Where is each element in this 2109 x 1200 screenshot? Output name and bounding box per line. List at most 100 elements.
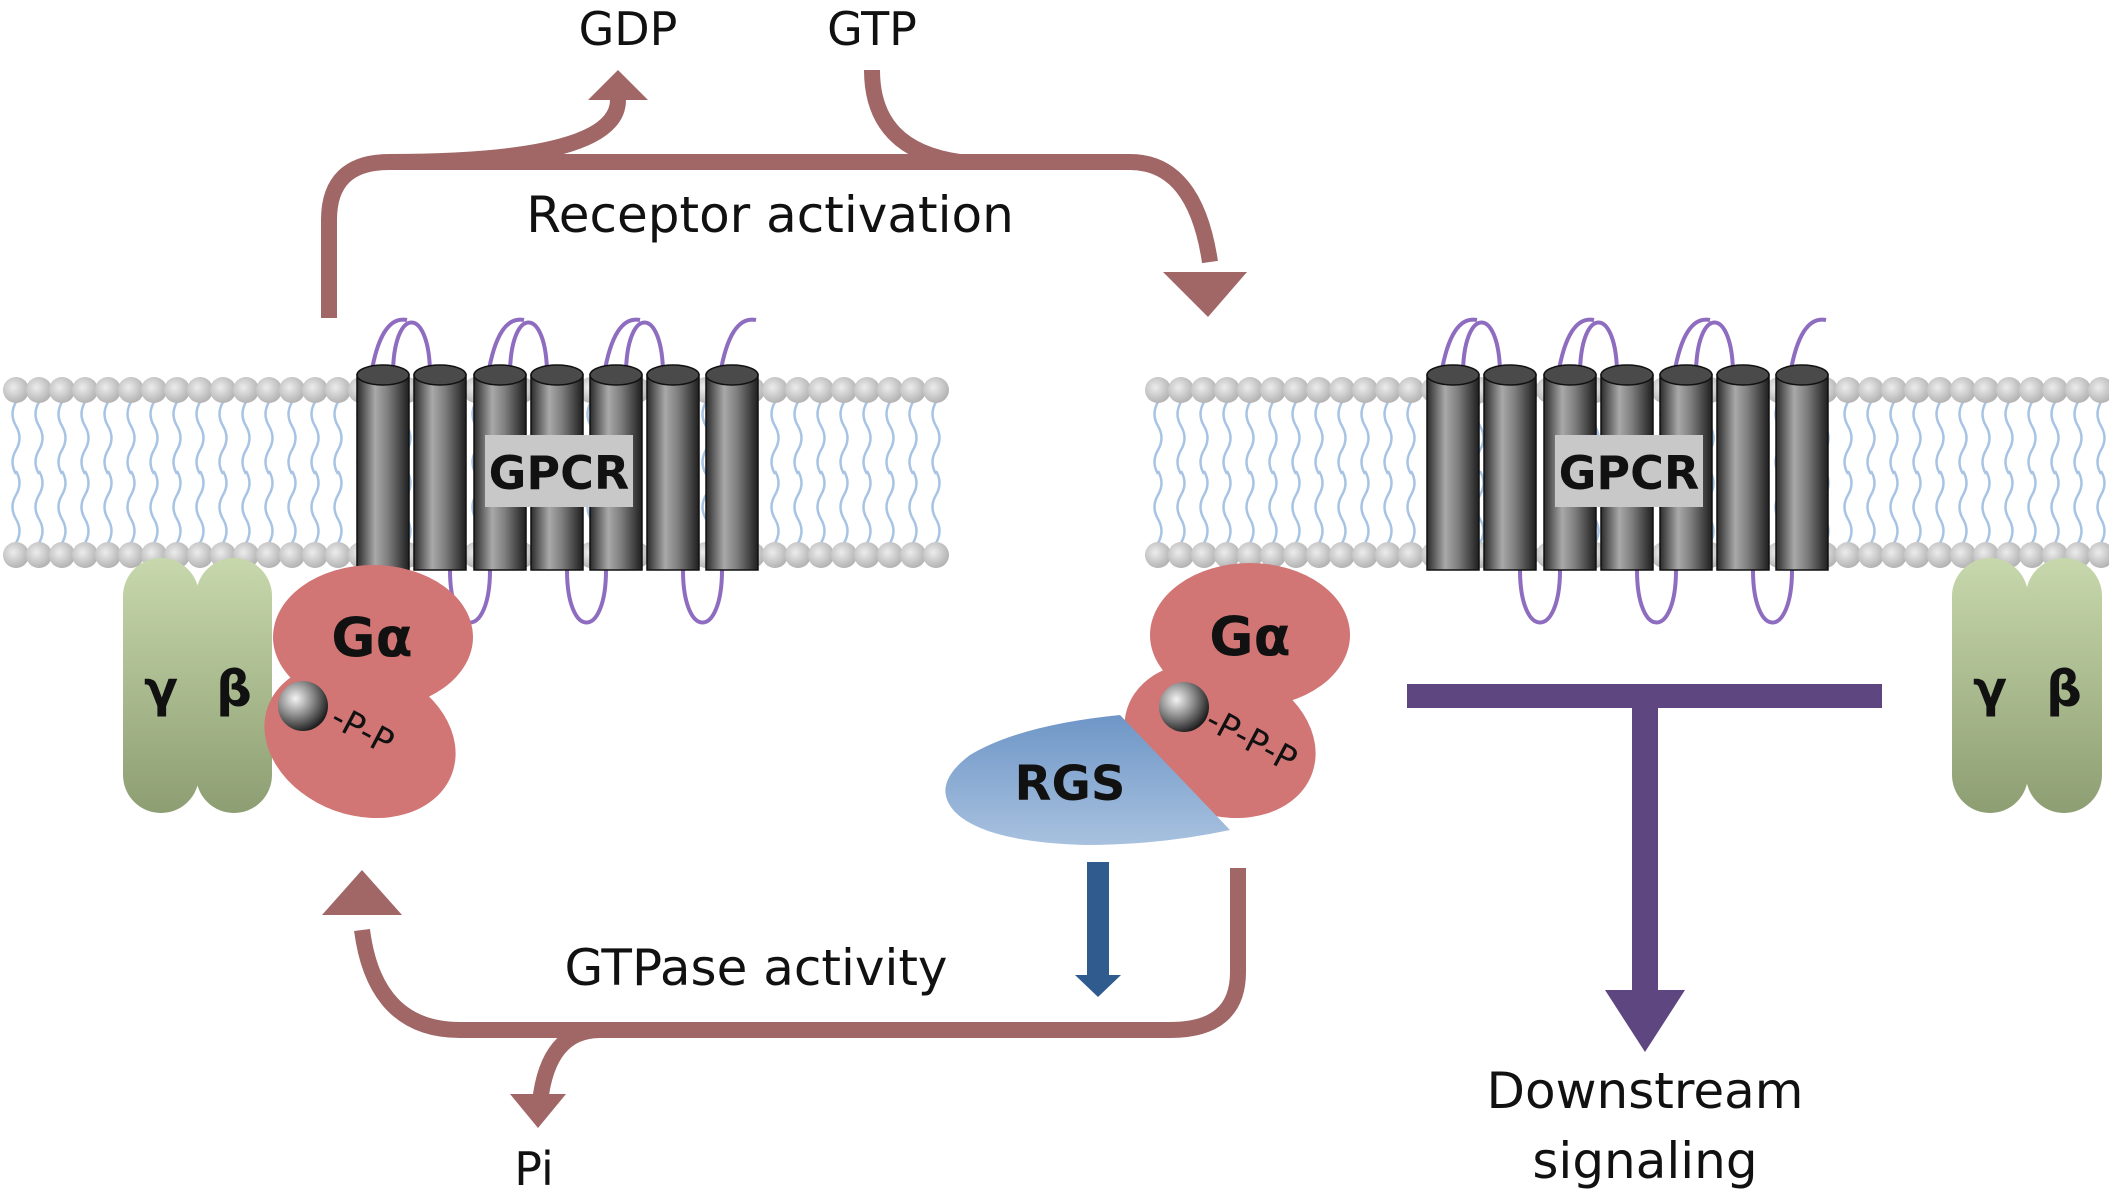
lipid-head: [2042, 377, 2068, 403]
g-alpha-right-label: Gα: [1209, 605, 1290, 668]
intracellular-loop: [565, 569, 608, 625]
gpcr-label-right: GPCR: [1555, 435, 1703, 507]
lipid-head: [1835, 377, 1861, 403]
extracellular-loop: [1788, 317, 1827, 376]
lipid-head: [233, 377, 259, 403]
lipid-head: [1214, 542, 1240, 568]
rgs-down-arrow: [1075, 862, 1121, 997]
lipid-head: [1260, 377, 1286, 403]
lipid-head: [2019, 542, 2045, 568]
lipid-head: [900, 542, 926, 568]
lipid-head: [325, 377, 351, 403]
g-beta-gamma-right: γ β: [1952, 558, 2102, 813]
g-alpha-right: Gα -P-P-P: [1124, 563, 1350, 819]
lipid-head: [808, 377, 834, 403]
lipid-head: [1168, 542, 1194, 568]
lipid-head: [1950, 542, 1976, 568]
g-alpha-left: Gα -P-P: [264, 565, 473, 819]
lipid-head: [141, 377, 167, 403]
lipid-head: [1145, 377, 1171, 403]
lipid-head: [1375, 542, 1401, 568]
downstream-label-line1: Downstream: [1487, 1062, 1804, 1120]
g-beta-gamma-left: γ β: [123, 558, 272, 813]
lipid-head: [187, 542, 213, 568]
lipid-head: [302, 377, 328, 403]
lipid-head: [1881, 377, 1907, 403]
extracellular-loop: [1461, 320, 1502, 376]
extracellular-loop: [1439, 317, 1478, 376]
rgs-label: RGS: [1015, 756, 1126, 812]
lipid-head: [187, 377, 213, 403]
lipid-head: [1260, 542, 1286, 568]
lipid-head: [72, 542, 98, 568]
downstream-label-line2: signaling: [1532, 1132, 1757, 1190]
transmembrane-helix: [1483, 374, 1537, 571]
lipid-head: [164, 377, 190, 403]
transmembrane-helix: [413, 374, 467, 571]
lipid-head: [1191, 542, 1217, 568]
gtp-label: GTP: [827, 2, 917, 56]
lipid-head: [3, 377, 29, 403]
lipid-head: [1904, 542, 1930, 568]
lipid-head: [26, 377, 52, 403]
rgs-protein: RGS: [945, 715, 1230, 845]
lipid-head: [1858, 377, 1884, 403]
lipid-head: [785, 542, 811, 568]
lipid-head: [72, 377, 98, 403]
lipid-head: [1283, 542, 1309, 568]
lipid-head: [1329, 377, 1355, 403]
intracellular-loop: [681, 569, 724, 625]
lipid-head: [785, 377, 811, 403]
extracellular-loop: [1672, 317, 1711, 376]
gpcr-label-left: GPCR: [485, 435, 633, 507]
lipid-head: [256, 542, 282, 568]
transmembrane-helix: [705, 374, 759, 571]
gpcr-right-text: GPCR: [1559, 446, 1700, 500]
lipid-head: [1375, 377, 1401, 403]
lipid-head: [95, 377, 121, 403]
beta-left-label: β: [216, 660, 252, 718]
extracellular-loop: [508, 320, 549, 376]
intracellular-loop: [1635, 569, 1678, 625]
beta-right-label: β: [2046, 660, 2082, 718]
lipid-head: [900, 377, 926, 403]
gtpase-activity-label: GTPase activity: [564, 939, 947, 997]
transmembrane-helix: [646, 374, 700, 571]
lipid-head: [210, 377, 236, 403]
lipid-head: [118, 542, 144, 568]
transmembrane-helix: [1716, 374, 1770, 571]
lipid-head: [1904, 377, 1930, 403]
lipid-head: [831, 377, 857, 403]
pi-arrowhead: [510, 1094, 566, 1128]
lipid-head: [95, 542, 121, 568]
lipid-head: [1214, 377, 1240, 403]
lipid-head: [762, 542, 788, 568]
gpcr-receptor-left: [356, 317, 759, 625]
lipid-head: [49, 377, 75, 403]
lipid-head: [923, 542, 949, 568]
lipid-head: [1237, 377, 1263, 403]
gpcr-left-text: GPCR: [489, 446, 630, 500]
lipid-head: [3, 542, 29, 568]
lipid-head: [1398, 542, 1424, 568]
lipid-head: [1927, 542, 1953, 568]
lipid-head: [808, 542, 834, 568]
extracellular-loop: [1578, 320, 1619, 376]
gdp-label: GDP: [579, 2, 678, 56]
pi-label: Pi: [514, 1142, 554, 1196]
lipid-head: [2088, 377, 2109, 403]
lipid-head: [49, 542, 75, 568]
lipid-head: [279, 542, 305, 568]
lipid-head: [831, 542, 857, 568]
lipid-head: [1950, 377, 1976, 403]
lipid-head: [1329, 542, 1355, 568]
lipid-head: [26, 542, 52, 568]
lipid-head: [1398, 377, 1424, 403]
lipid-head: [762, 377, 788, 403]
lipid-head: [1858, 542, 1884, 568]
lipid-head: [854, 377, 880, 403]
extracellular-loop: [1556, 317, 1595, 376]
gamma-left-label: γ: [144, 660, 178, 718]
lipid-head: [2088, 542, 2109, 568]
